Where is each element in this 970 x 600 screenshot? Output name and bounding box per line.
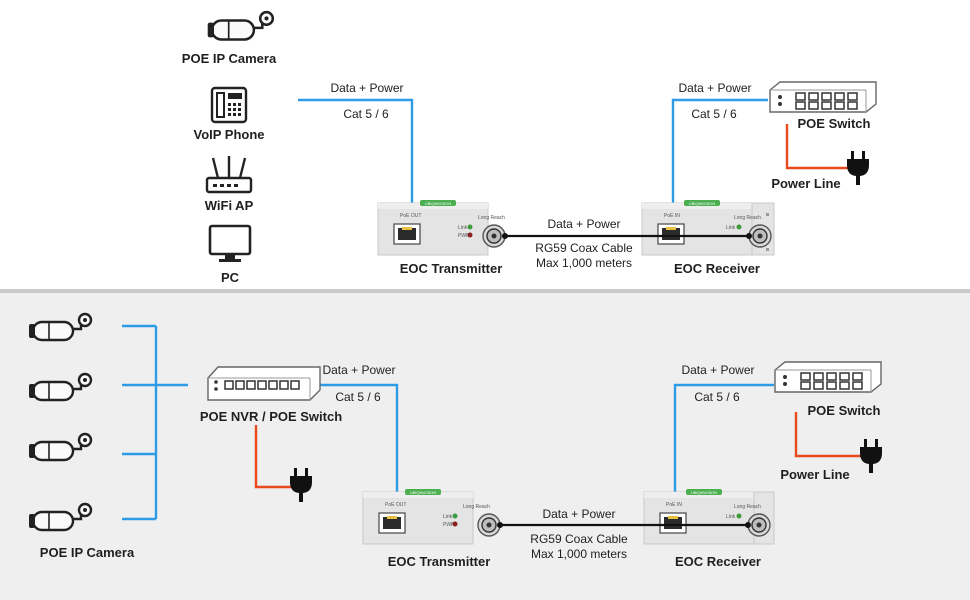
link-label: Link [443, 514, 453, 520]
port-label: PoE IN [664, 213, 680, 219]
bottom-panel [0, 293, 970, 600]
top-right-cat-cable [671, 98, 768, 236]
wifi-router-icon [205, 156, 253, 194]
camera-icon [27, 502, 93, 532]
camera-icon [27, 312, 93, 342]
bottom-coax-line3: Max 1,000 meters [531, 547, 627, 561]
bottom-left-link-line1: Data + Power [322, 363, 395, 377]
top-coax-line1: Data + Power [547, 217, 620, 231]
bottom-camera-label: POE IP Camera [40, 545, 135, 560]
bottom-receiver-bnc-icon [747, 513, 771, 537]
bottom-camera-bus-cable [122, 324, 188, 521]
top-switch-label: POE Switch [798, 116, 871, 131]
panel-divider [0, 289, 970, 293]
link-label: Link [458, 225, 468, 231]
brand-label: UBIQNVISION [425, 201, 451, 206]
bottom-receiver-label: EOC Receiver [675, 554, 761, 569]
top-coax-line2: RG59 Coax Cable [535, 241, 633, 255]
top-plug-icon [847, 151, 869, 185]
bottom-eoc-transmitter: UBIQNVISION PoE OUT Long Reach Link PWR [362, 488, 490, 545]
port-label: PoE IN [666, 502, 682, 508]
bottom-plug-icon [860, 439, 882, 473]
top-poe-switch-icon [769, 81, 877, 113]
pwr-led-icon [452, 521, 458, 527]
bottom-right-cat-cable [673, 383, 774, 527]
bottom-left-link-line2: Cat 5 / 6 [335, 390, 381, 404]
brand-label: UBIQNVISION [410, 490, 436, 495]
top-camera-label: POE IP Camera [182, 51, 277, 66]
top-left-link-line1: Data + Power [330, 81, 403, 95]
camera-icon [27, 372, 93, 402]
top-transmitter-label: EOC Transmitter [400, 261, 503, 276]
bottom-nvr-power-cable [254, 425, 292, 489]
top-power-cable [785, 124, 849, 170]
camera-icon [206, 10, 275, 41]
long-reach-label: Long Reach [734, 504, 761, 510]
port-label: PoE OUT [400, 213, 421, 219]
port-label: PoE OUT [385, 502, 406, 508]
top-power-line-label: Power Line [771, 176, 840, 191]
camera-icon [27, 432, 93, 462]
link-led-icon [736, 224, 742, 230]
bottom-nvr-label: POE NVR / POE Switch [200, 409, 342, 424]
link-led-icon [467, 224, 473, 230]
bottom-coax-line2: RG59 Coax Cable [530, 532, 628, 546]
link-label: Link [726, 514, 736, 520]
brand-label: UBIQNVISION [689, 201, 715, 206]
bottom-coax-line1: Data + Power [542, 507, 615, 521]
top-receiver-bnc-icon [748, 224, 772, 248]
pwr-led-icon [467, 232, 473, 238]
bottom-transmitter-bnc-icon [477, 513, 501, 537]
top-eoc-transmitter: UBIQNVISION PoE OUT Long Reach Link PWR [377, 199, 505, 256]
pc-icon [208, 224, 252, 262]
pwr-label: PWR [458, 233, 470, 239]
bottom-nvr-plug-icon [290, 468, 312, 502]
top-transmitter-bnc-icon [482, 224, 506, 248]
bottom-left-cat-cable [320, 383, 399, 530]
bottom-transmitter-label: EOC Transmitter [388, 554, 491, 569]
bottom-poe-switch-icon [774, 361, 882, 393]
top-left-link-line2: Cat 5 / 6 [343, 107, 389, 121]
bottom-right-link-line1: Data + Power [681, 363, 754, 377]
top-receiver-label: EOC Receiver [674, 261, 760, 276]
bottom-switch-label: POE Switch [808, 403, 881, 418]
long-reach-label: Long Reach [734, 215, 761, 221]
top-right-link-line2: Cat 5 / 6 [691, 107, 737, 121]
bottom-power-line-label: Power Line [780, 467, 849, 482]
phone-icon [210, 86, 248, 124]
link-led-icon [452, 513, 458, 519]
top-wifi-label: WiFi AP [205, 198, 254, 213]
top-coax-line3: Max 1,000 meters [536, 256, 632, 270]
pwr-label: PWR [443, 522, 455, 528]
top-pc-label: PC [221, 270, 240, 285]
nvr-switch-icon [207, 366, 321, 401]
bottom-switch-power-cable [794, 412, 862, 458]
long-reach-label: Long Reach [463, 504, 490, 510]
brand-label: UBIQNVISION [691, 490, 717, 495]
link-led-icon [736, 513, 742, 519]
long-reach-label: Long Reach [478, 215, 505, 221]
top-right-link-line1: Data + Power [678, 81, 751, 95]
top-left-cat-cable [298, 98, 414, 236]
top-phone-label: VoIP Phone [193, 127, 264, 142]
bottom-right-link-line2: Cat 5 / 6 [694, 390, 740, 404]
link-label: Link [726, 225, 736, 231]
